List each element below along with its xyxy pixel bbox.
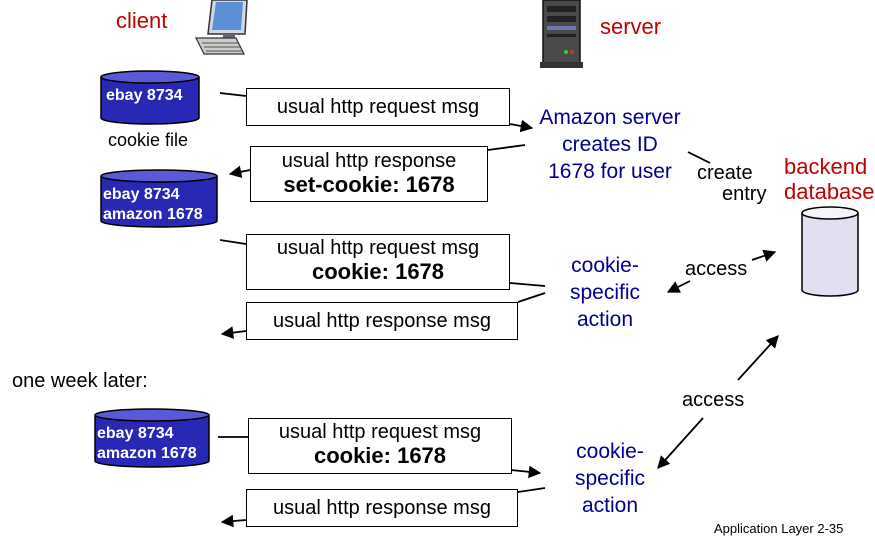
message-arrows xyxy=(218,92,779,528)
action1-line2: specific xyxy=(569,281,641,304)
action1-line3: action xyxy=(576,308,634,331)
http-response-box-1: usual http response set-cookie: 1678 xyxy=(250,146,488,202)
http-response-box-3: usual http response msg xyxy=(246,489,518,527)
server-label: server xyxy=(600,14,662,39)
create-label: create xyxy=(697,162,753,184)
resp2-line1: usual http response msg xyxy=(273,310,491,332)
access-label-2: access xyxy=(682,389,745,411)
backend-line1: backend xyxy=(784,154,868,179)
client-label: client xyxy=(116,8,168,33)
amazon-line1: Amazon server xyxy=(539,106,681,129)
resp1-line1: usual http response xyxy=(281,150,457,172)
amazon-server-text: Amazon server creates ID 1678 for user xyxy=(530,104,690,185)
cookie-file-label: cookie file xyxy=(108,130,189,150)
computer-icon xyxy=(195,0,248,55)
req2-line1: usual http request msg xyxy=(276,237,480,259)
cookie-store-1-text: ebay 8734 xyxy=(106,86,183,106)
database-icon xyxy=(801,206,859,297)
action2-line3: action xyxy=(581,494,639,517)
resp3-line1: usual http response msg xyxy=(273,497,491,519)
cookie-file-icon xyxy=(94,408,210,468)
req2-line2: cookie: 1678 xyxy=(311,259,445,284)
req3-line2: cookie: 1678 xyxy=(313,443,447,468)
amazon-line3: 1678 for user xyxy=(548,160,672,183)
backend-line2: database xyxy=(784,179,875,204)
cookie-store-3-line2: amazon 1678 xyxy=(97,445,197,462)
server-icon xyxy=(540,0,583,68)
cookie-store-2-line2: amazon 1678 xyxy=(103,206,203,223)
backend-database-label: backend database xyxy=(784,154,875,204)
req3-line1: usual http request msg xyxy=(278,421,482,443)
cookie-file-icon xyxy=(100,70,200,125)
entry-label: entry xyxy=(722,183,767,205)
req1-line1: usual http request msg xyxy=(276,96,480,118)
cookie-store-2-line1: ebay 8734 xyxy=(103,186,180,203)
action2-line2: specific xyxy=(574,467,646,490)
resp1-line2: set-cookie: 1678 xyxy=(283,172,455,197)
cookie-action-1: cookie- specific action xyxy=(555,252,655,333)
http-request-box-3: usual http request msg cookie: 1678 xyxy=(248,418,512,474)
cookie-store-3-text: ebay 8734 amazon 1678 xyxy=(97,424,197,464)
action2-line1: cookie- xyxy=(576,440,644,463)
cookie-file-icon xyxy=(100,169,218,228)
http-request-box-2: usual http request msg cookie: 1678 xyxy=(246,234,510,290)
one-week-later-label: one week later: xyxy=(12,370,148,392)
cookie-store-2-text: ebay 8734 amazon 1678 xyxy=(103,185,203,225)
footer-label: Application Layer 2-35 xyxy=(714,521,844,536)
amazon-line2: creates ID xyxy=(562,133,658,156)
http-response-box-2: usual http response msg xyxy=(246,302,518,340)
cookie-action-2: cookie- specific action xyxy=(560,438,660,519)
cookie-store-3-line1: ebay 8734 xyxy=(97,425,174,442)
cookie-store-1-line1: ebay 8734 xyxy=(106,87,183,104)
http-request-box-1: usual http request msg xyxy=(246,88,510,126)
access-label-1: access xyxy=(685,258,748,280)
action1-line1: cookie- xyxy=(571,254,639,277)
